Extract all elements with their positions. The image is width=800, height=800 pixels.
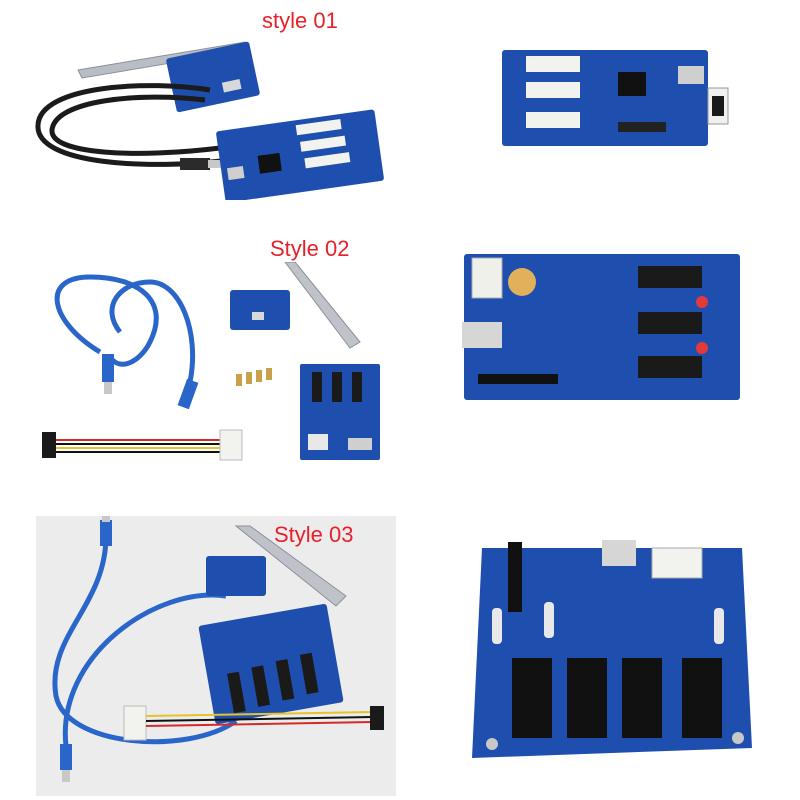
style-02-kit-photo xyxy=(30,262,390,472)
usb-connector-icon xyxy=(102,354,114,382)
molex-power-icon xyxy=(219,429,243,461)
style-03-label: Style 03 xyxy=(274,522,354,547)
usb-cable xyxy=(54,274,159,367)
usb-connector-icon xyxy=(100,520,112,546)
riser-card xyxy=(206,556,266,596)
style-02-board-photo xyxy=(462,252,742,402)
style-03-board-photo xyxy=(452,518,764,780)
style-02-label: Style 02 xyxy=(270,236,350,261)
usb-connector-icon xyxy=(180,158,210,170)
sata-cable-icon xyxy=(370,706,384,730)
usb-cable xyxy=(52,535,238,745)
bracket-icon xyxy=(284,262,361,349)
sata-cable-icon xyxy=(42,432,56,458)
expansion-board xyxy=(216,109,384,200)
style-01-kit-photo xyxy=(30,30,400,200)
riser-card xyxy=(166,41,260,113)
expansion-board xyxy=(198,603,344,725)
style-01-board-photo xyxy=(498,44,738,148)
riser-card xyxy=(230,290,290,330)
bracket-icon xyxy=(234,525,347,607)
style-03-kit-photo xyxy=(36,516,396,796)
style-01-label: style 01 xyxy=(262,8,338,33)
molex-power-icon xyxy=(123,705,147,741)
